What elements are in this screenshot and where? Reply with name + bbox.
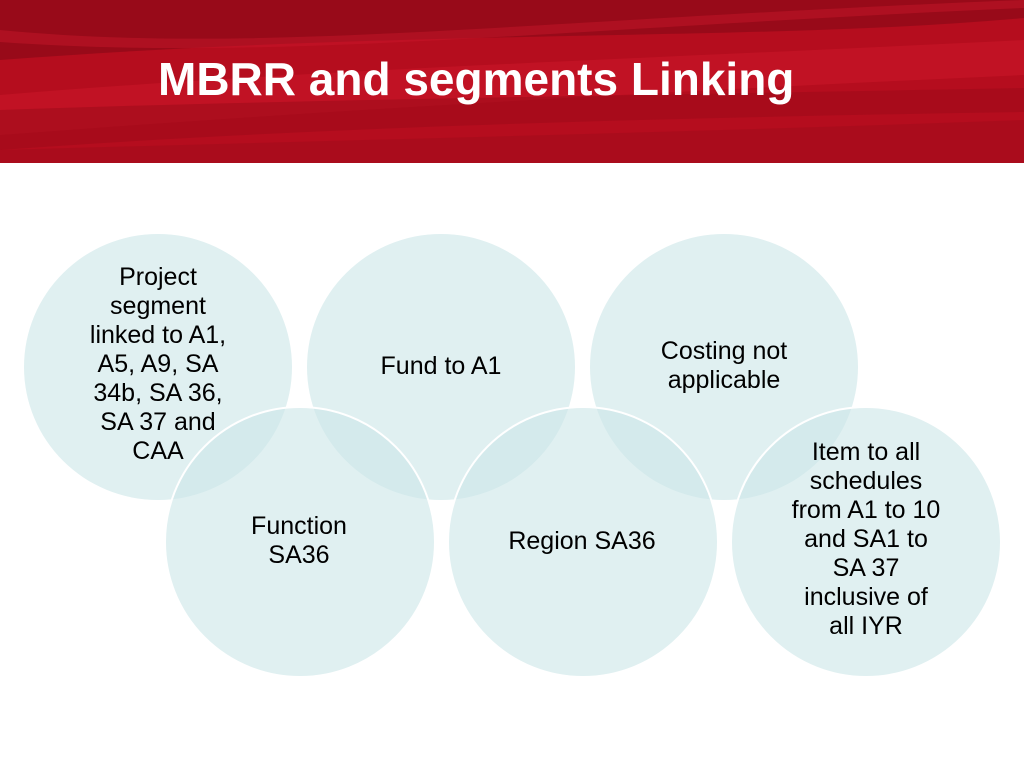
label-project-segment: Project segment linked to A1, A5, A9, SA… bbox=[89, 263, 227, 465]
label-item: Item to all schedules from A1 to 10 and … bbox=[791, 438, 941, 640]
label-costing: Costing not applicable bbox=[660, 337, 788, 394]
header-banner: MBRR and segments Linking bbox=[0, 0, 1024, 163]
circle-item bbox=[730, 406, 1002, 678]
label-fund: Fund to A1 bbox=[380, 352, 502, 380]
circle-function bbox=[164, 406, 436, 678]
label-function: Function SA36 bbox=[251, 512, 347, 569]
page-title: MBRR and segments Linking bbox=[158, 53, 795, 105]
label-region: Region SA36 bbox=[508, 527, 656, 555]
circle-region bbox=[447, 406, 719, 678]
header-background bbox=[0, 0, 1024, 163]
